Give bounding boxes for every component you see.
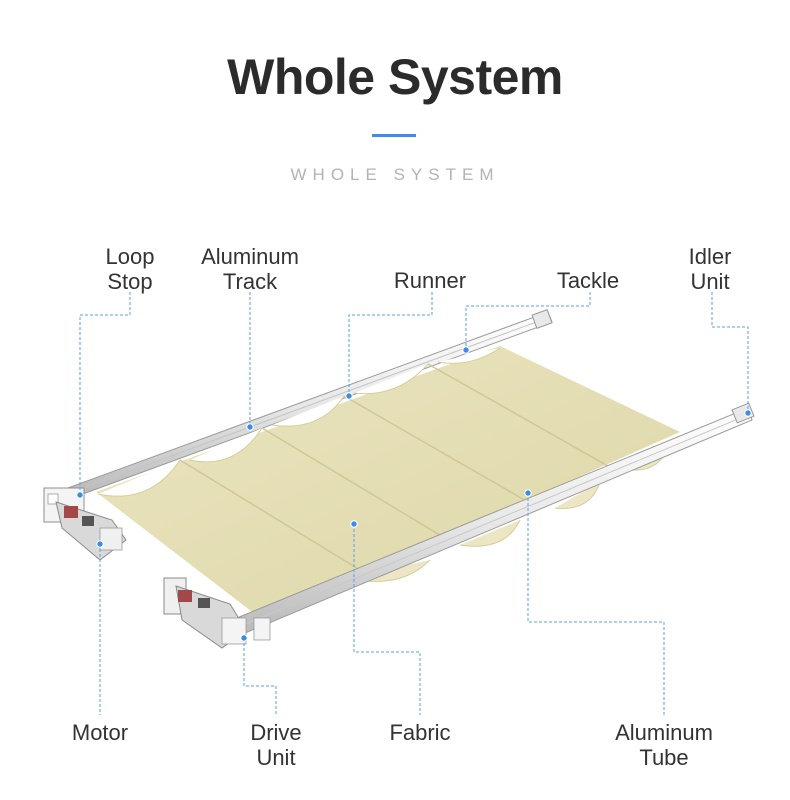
callout-dot-drive-unit	[240, 634, 248, 642]
label-motor: Motor	[71, 720, 129, 745]
label-aluminum-tube: Aluminum Tube	[615, 720, 713, 770]
callout-line-tackle	[465, 292, 591, 350]
callout-line-idler-unit	[711, 292, 749, 413]
callout-dot-idler-unit	[744, 409, 752, 417]
page-subtitle: WHOLE SYSTEM	[290, 165, 500, 184]
callout-dot-aluminum-track	[246, 423, 254, 431]
callout-line-runner	[348, 292, 433, 396]
callout-dot-loop-stop	[76, 491, 84, 499]
motor-unit	[55, 501, 127, 561]
label-fabric: Fabric	[389, 720, 451, 745]
callout-dot-aluminum-tube	[524, 489, 532, 497]
callout-line-aluminum-tube	[527, 493, 665, 715]
callout-dot-tackle	[462, 346, 470, 354]
label-loop-stop: Loop Stop	[105, 244, 155, 294]
callout-lines	[79, 292, 749, 715]
fabric-panel	[96, 346, 680, 618]
callout-dot-motor	[96, 540, 104, 548]
callout-line-drive-unit	[243, 638, 277, 715]
callout-dot-fabric	[350, 520, 358, 528]
label-idler-unit: Idler Unit	[688, 244, 732, 294]
callout-dots	[76, 346, 752, 642]
title-underline	[372, 134, 416, 137]
callout-dot-runner	[345, 392, 353, 400]
label-runner: Runner	[393, 268, 467, 293]
label-tackle: Tackle	[556, 268, 620, 293]
page-title: Whole System	[227, 49, 563, 105]
label-drive-unit: Drive Unit	[250, 720, 302, 770]
callout-line-fabric	[353, 524, 421, 715]
callout-line-loop-stop	[79, 292, 131, 495]
label-aluminum-track: Aluminum Track	[201, 244, 299, 294]
drive-unit	[163, 577, 271, 649]
